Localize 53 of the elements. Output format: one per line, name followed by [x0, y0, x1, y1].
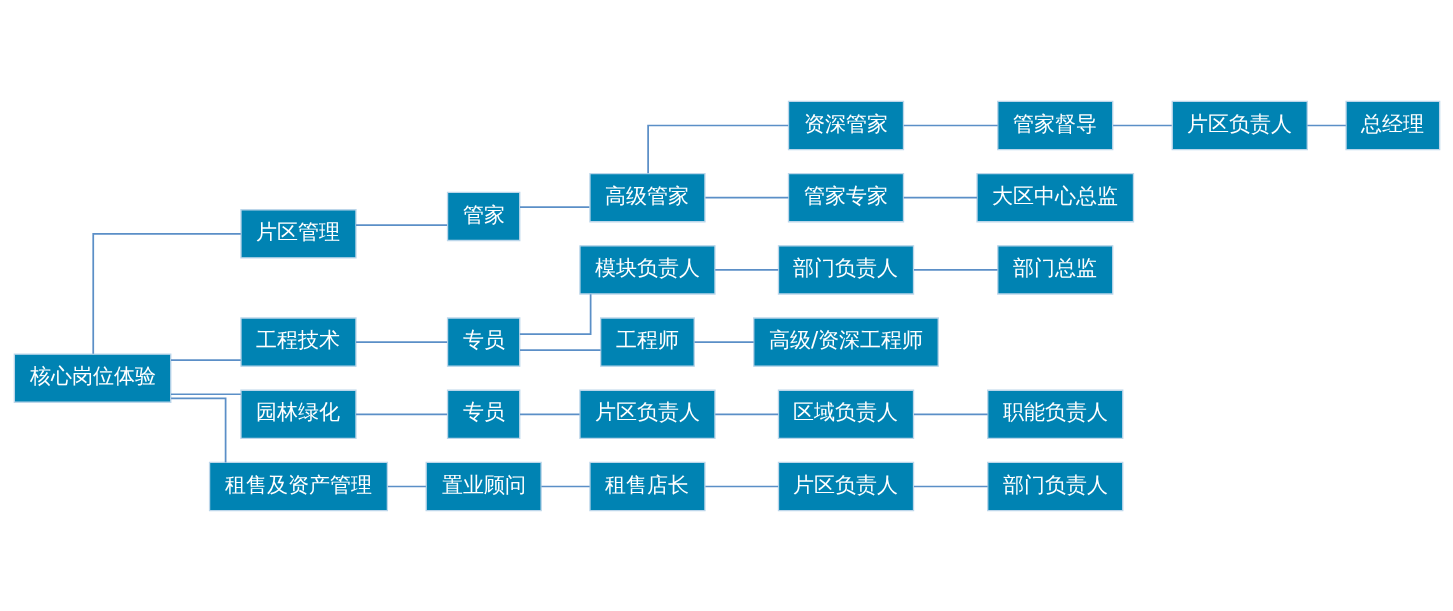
- connector: [169, 358, 242, 361]
- node-box: 工程技术: [239, 316, 357, 367]
- node-box: 片区负责人: [578, 389, 716, 439]
- node-box: 部门负责人: [986, 461, 1123, 511]
- connector: [713, 268, 779, 271]
- connector: [713, 412, 779, 415]
- connector: [646, 124, 789, 174]
- node-box: 部门总监: [996, 244, 1113, 295]
- node-box: 高级管家: [588, 172, 706, 222]
- connector: [386, 485, 427, 487]
- connector: [902, 196, 978, 199]
- connector: [704, 485, 779, 487]
- node-box: 高级/资深工程师: [752, 316, 939, 367]
- node-box: 片区负责人: [1171, 100, 1308, 150]
- connector: [693, 340, 755, 343]
- connector: [518, 348, 601, 351]
- node-box: 区域负责人: [777, 389, 914, 439]
- node-box: 租售及资产管理: [208, 461, 388, 511]
- node-box: 租售店长: [588, 461, 706, 511]
- connector: [518, 292, 591, 335]
- node-box: 模块负责人: [578, 244, 716, 295]
- connector: [1111, 124, 1173, 126]
- connector: [354, 412, 448, 415]
- connector: [518, 205, 590, 208]
- connector: [169, 396, 226, 463]
- node-box: 总经理: [1344, 100, 1440, 150]
- node-box: 管家督导: [996, 100, 1113, 150]
- connector: [912, 412, 988, 415]
- node-box: 置业顾问: [425, 461, 542, 511]
- node-box: 资深管家: [787, 100, 904, 150]
- connector: [169, 392, 242, 395]
- connector: [540, 485, 591, 487]
- node-box: 大区中心总监: [975, 172, 1134, 222]
- connector: [354, 340, 448, 343]
- connector: [704, 196, 789, 199]
- connector: [518, 412, 580, 415]
- node-box: 管家: [446, 191, 520, 241]
- node-box: 核心岗位体验: [13, 352, 171, 403]
- node-box: 专员: [446, 389, 520, 439]
- connector: [912, 485, 988, 487]
- connector: [91, 232, 242, 355]
- connector: [354, 223, 448, 226]
- connector: [912, 268, 998, 271]
- node-box: 专员: [446, 316, 520, 367]
- node-box: 管家专家: [787, 172, 904, 222]
- node-box: 部门负责人: [777, 244, 914, 295]
- node-box: 片区管理: [239, 208, 357, 259]
- connector: [902, 124, 999, 126]
- node-box: 工程师: [599, 316, 695, 367]
- connector: [1306, 124, 1347, 126]
- node-box: 园林绿化: [239, 389, 357, 439]
- node-box: 职能负责人: [986, 389, 1123, 439]
- node-box: 片区负责人: [777, 461, 914, 511]
